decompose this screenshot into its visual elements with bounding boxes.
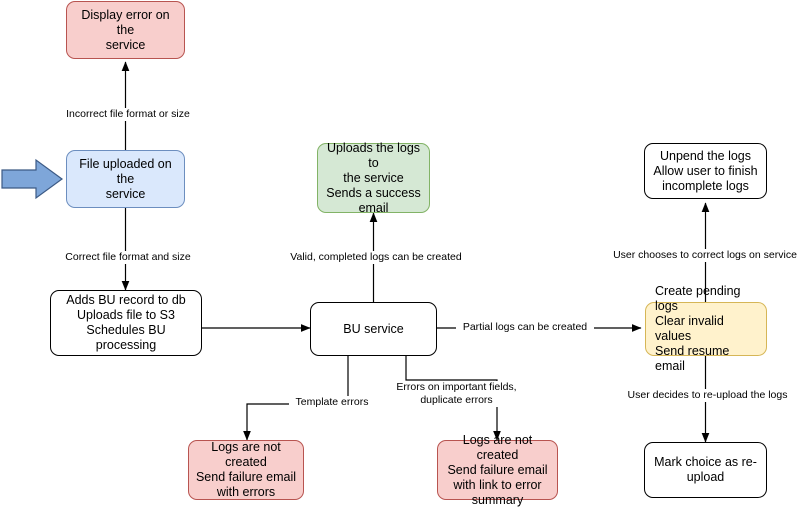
- node-logs-not-created-template[interactable]: Logs are not created Send failure email …: [188, 440, 304, 500]
- node-display-error[interactable]: Display error on the service: [66, 1, 185, 59]
- edge-label-template-errors: Template errors: [289, 396, 375, 409]
- edge-label-valid-logs: Valid, completed logs can be created: [283, 251, 469, 264]
- node-unpend-logs[interactable]: Unpend the logs Allow user to finish inc…: [644, 143, 767, 199]
- node-create-pending-logs[interactable]: Create pending logs Clear invalid values…: [645, 284, 767, 373]
- node-uploads-logs[interactable]: Uploads the logs to the service Sends a …: [317, 141, 430, 215]
- node-adds-bu-record[interactable]: Adds BU record to db Uploads file to S3 …: [50, 290, 202, 356]
- edge-label-partial-logs: Partial logs can be created: [456, 321, 594, 334]
- edge-label-important-field-errors: Errors on important fields, duplicate er…: [391, 381, 522, 407]
- node-mark-choice-reupload[interactable]: Mark choice as re- upload: [644, 442, 767, 498]
- node-logs-not-created-fields[interactable]: Logs are not created Send failure email …: [437, 433, 558, 507]
- edge-label-correct-format: Correct file format and size: [55, 251, 201, 264]
- node-bu-service[interactable]: BU service: [310, 302, 437, 356]
- edge-label-incorrect-format: Incorrect file format or size: [52, 108, 204, 121]
- node-file-uploaded[interactable]: File uploaded on the service: [66, 150, 185, 208]
- edge-label-user-reuploads-logs: User decides to re-upload the logs: [618, 389, 797, 402]
- start-arrow-icon: [1, 158, 64, 200]
- edge-label-user-corrects-logs: User chooses to correct logs on service: [605, 249, 801, 262]
